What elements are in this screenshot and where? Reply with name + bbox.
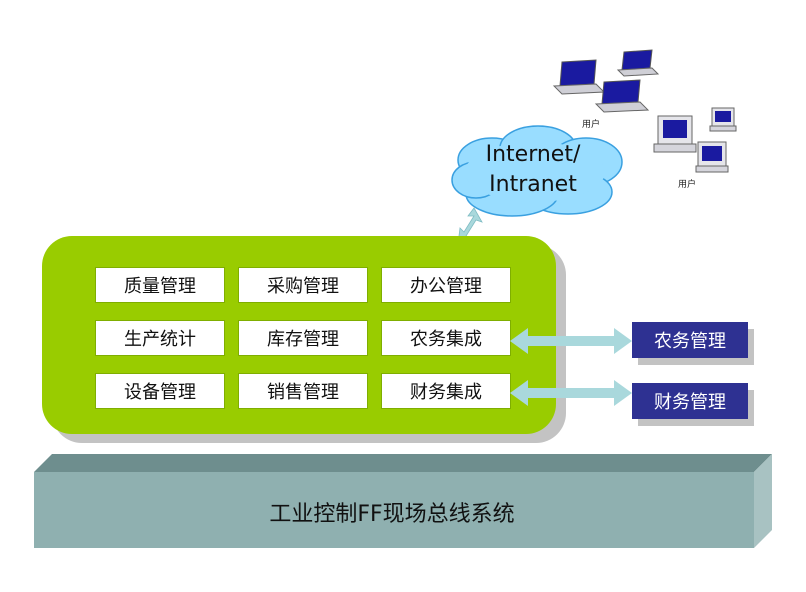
desktop-group-icon <box>653 107 737 173</box>
laptop-icon <box>616 49 660 77</box>
cloud-label: Internet/ Intranet <box>468 140 598 200</box>
module-quality: 质量管理 <box>95 267 225 303</box>
laptop-icon <box>594 79 650 113</box>
fieldbus-system-label: 工业控制FF现场总线系统 <box>269 502 515 527</box>
user-label-top: 用户 <box>582 120 601 130</box>
agri-management-box: 农务管理 <box>632 322 748 358</box>
cloud-shape <box>451 125 623 217</box>
finance-management-box: 财务管理 <box>632 383 748 419</box>
user-label-right: 用户 <box>678 180 697 190</box>
module-production: 生产统计 <box>95 320 225 356</box>
laptop-icon <box>552 59 606 95</box>
module-sales: 销售管理 <box>238 373 368 409</box>
agri-link-arrow-icon <box>510 328 632 354</box>
module-agri-integration: 农务集成 <box>381 320 511 356</box>
cloud-label-line1: Internet/ <box>485 142 581 167</box>
module-equipment: 设备管理 <box>95 373 225 409</box>
desktop-icon <box>653 115 697 153</box>
fieldbus-base-slab <box>34 454 772 548</box>
finance-link-arrow-icon <box>510 380 632 406</box>
desktop-icon <box>709 107 737 132</box>
desktop-icon <box>695 141 729 173</box>
cloud-label-line2: Intranet <box>489 172 577 197</box>
laptop-group-icon <box>552 49 660 113</box>
module-finance-integration: 财务集成 <box>381 373 511 409</box>
module-office: 办公管理 <box>381 267 511 303</box>
module-inventory: 库存管理 <box>238 320 368 356</box>
management-panel: 质量管理 采购管理 办公管理 生产统计 库存管理 农务集成 设备管理 销售管理 … <box>42 236 556 434</box>
module-purchase: 采购管理 <box>238 267 368 303</box>
